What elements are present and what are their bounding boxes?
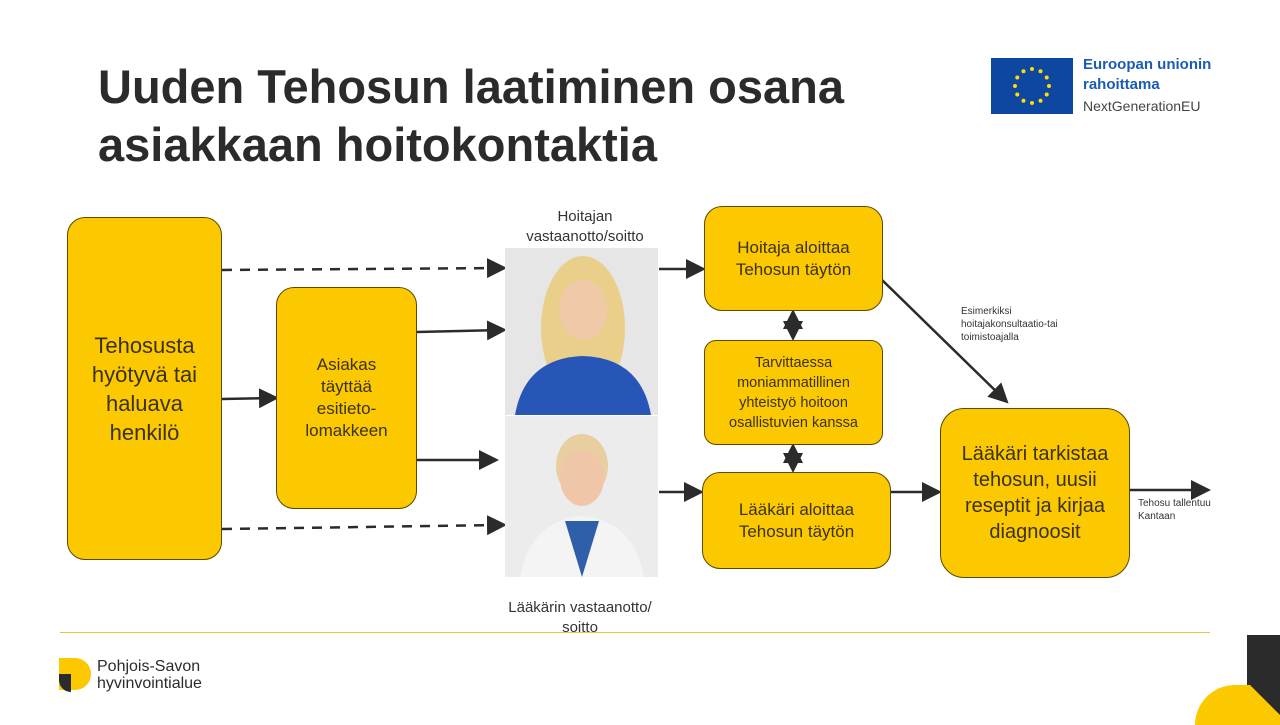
eu-star bbox=[1013, 84, 1017, 88]
box-multi: Tarvittaessa moniammatillinen yhteistyö … bbox=[704, 340, 883, 445]
note-saved: Tehosu tallentuu Kantaan bbox=[1138, 498, 1211, 522]
arrow-dashed-doctor bbox=[221, 515, 507, 536]
eu-star bbox=[1044, 92, 1049, 97]
eu-star bbox=[1015, 92, 1020, 97]
eu-star bbox=[1038, 98, 1043, 103]
note-example: Esimerkiksi hoitajakonsultaatio-tai toim… bbox=[961, 306, 1058, 343]
box-client-form: Asiakas täyttää esitieto-lomakkeen bbox=[276, 287, 417, 509]
box-person: Tehosusta hyötyvä tai haluava henkilö bbox=[67, 217, 222, 560]
eu-logo: Euroopan unionin rahoittama NextGenerati… bbox=[991, 56, 1241, 116]
caption-doctor: Lääkärin vastaanotto/ soitto bbox=[508, 599, 652, 636]
doctor-photo bbox=[505, 416, 658, 577]
eu-line2: rahoittama bbox=[1083, 76, 1160, 93]
eu-star bbox=[1047, 84, 1051, 88]
eu-star bbox=[1015, 75, 1020, 80]
footer-divider bbox=[60, 632, 1210, 633]
eu-star bbox=[1044, 75, 1049, 80]
corner-decoration bbox=[1195, 635, 1280, 725]
arrow-form-nurse bbox=[416, 320, 507, 341]
box-nurse-start: Hoitaja aloittaa Tehosun täytön bbox=[704, 206, 883, 311]
logo-mark-icon bbox=[59, 658, 91, 692]
eu-star bbox=[1030, 101, 1034, 105]
eu-star bbox=[1038, 69, 1043, 74]
caption-nurse: Hoitajan vastaanotto/soitto bbox=[526, 208, 644, 245]
eu-star bbox=[1021, 69, 1026, 74]
eu-line3: NextGenerationEU bbox=[1083, 98, 1201, 114]
eu-flag-icon bbox=[991, 58, 1073, 114]
footer-logo: Pohjois-Savon hyvinvointialue bbox=[59, 658, 259, 698]
arrow-dashed-nurse bbox=[221, 258, 507, 279]
arrow-to-form bbox=[221, 388, 279, 409]
arrow-nurse-to-check bbox=[879, 277, 1009, 404]
eu-line1: Euroopan unionin bbox=[1083, 56, 1212, 73]
box-doctor-check: Lääkäri tarkistaa tehosun, uusii resepti… bbox=[940, 408, 1130, 578]
logo-line1: Pohjois-Savon bbox=[97, 658, 201, 675]
eu-star bbox=[1030, 67, 1034, 71]
page-title: Uuden Tehosun laatiminen osana asiakkaan… bbox=[98, 60, 845, 171]
logo-line2: hyvinvointialue bbox=[97, 675, 202, 692]
nurse-photo bbox=[505, 248, 658, 415]
box-doctor-start: Lääkäri aloittaa Tehosun täytön bbox=[702, 472, 891, 569]
eu-star bbox=[1021, 98, 1026, 103]
